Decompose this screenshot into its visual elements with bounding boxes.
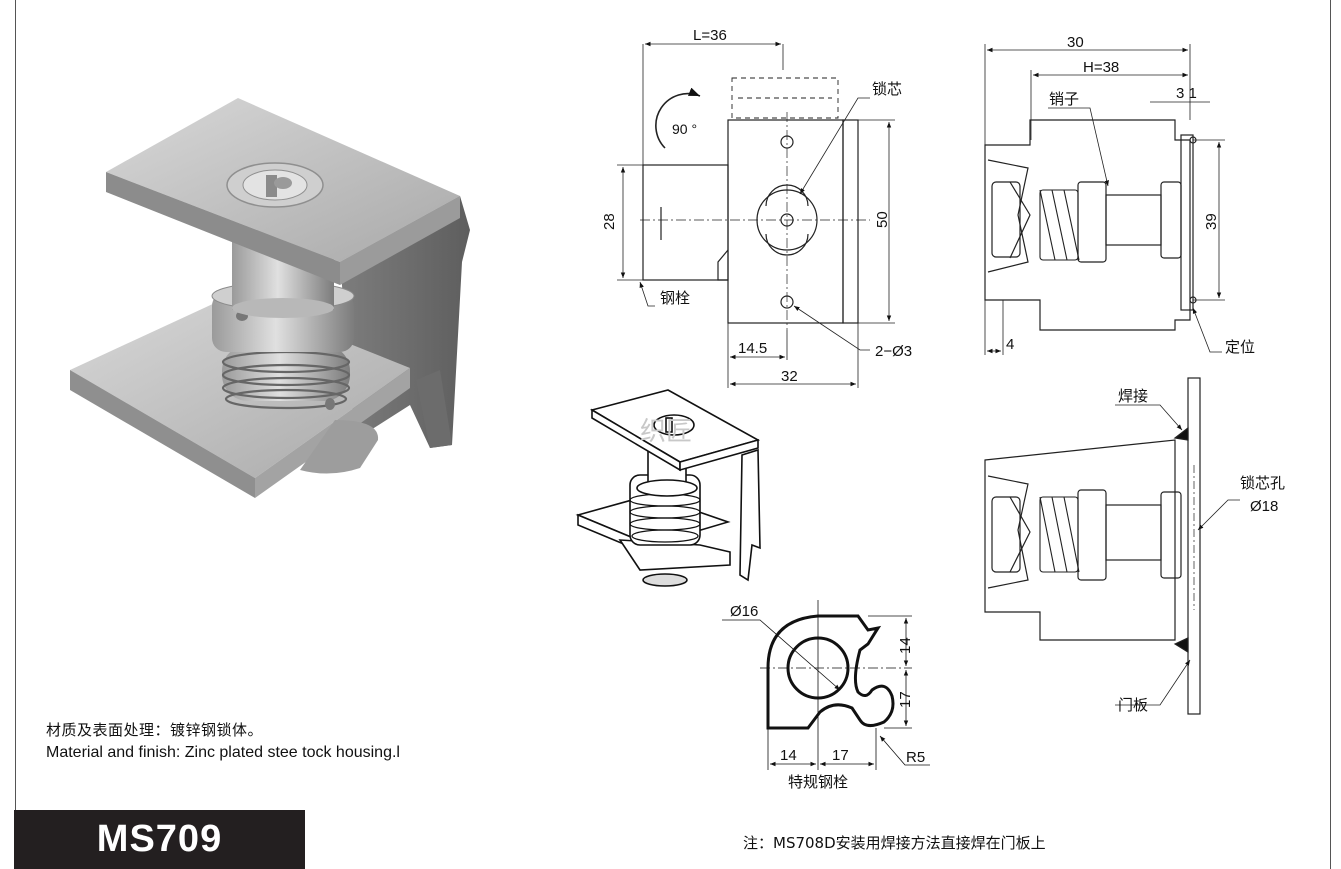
dim-4: 4 <box>1006 336 1014 353</box>
callout-locate: 定位 <box>1225 339 1255 356</box>
dim-core-hole: Ø18 <box>1250 498 1278 515</box>
dim-50: 50 <box>874 211 891 228</box>
dim-30: 30 <box>1067 34 1084 51</box>
dim-32: 32 <box>781 368 798 385</box>
product-3d-render <box>70 98 470 498</box>
page-border-left <box>15 0 16 812</box>
dim-L: L=36 <box>693 27 727 44</box>
front-view <box>617 41 895 388</box>
material-note-cn: 材质及表面处理：镀锌钢锁体。 <box>46 721 264 739</box>
dim-3-1: 3 1 <box>1176 85 1197 102</box>
dim-holes: 2−Ø3 <box>875 343 912 360</box>
callout-door: 门板 <box>1118 696 1148 714</box>
watermark: 织匠 <box>640 416 692 446</box>
dim-H: H=38 <box>1083 59 1119 76</box>
dim-14-5: 14.5 <box>738 340 767 357</box>
model-number: MS709 <box>96 818 223 860</box>
material-note-en: Material and finish: Zinc plated stee to… <box>46 744 400 761</box>
callout-pin: 销子 <box>1049 91 1079 108</box>
special-bolt-profile <box>722 600 930 770</box>
front-view-labels: L=36 90 ° 锁芯 钢栓 28 50 14.5 32 2−Ø3 <box>601 27 912 385</box>
dim-diameter: Ø16 <box>730 603 758 620</box>
isometric-line-drawing <box>575 389 761 587</box>
callout-weld: 焊接 <box>1118 388 1148 405</box>
installation-footnote: 注：MS708D安装用焊接方法直接焊在门板上 <box>743 834 1046 852</box>
dim-28: 28 <box>601 213 618 230</box>
dim-radius: R5 <box>906 749 925 766</box>
callout-core: 锁芯 <box>872 81 902 98</box>
rotation-label: 90 ° <box>672 121 697 137</box>
weld-view <box>984 377 1240 715</box>
dim-14-horizontal: 14 <box>780 747 797 764</box>
special-bolt-caption: 特规钢栓 <box>788 774 848 791</box>
callout-core-hole: 锁芯孔 <box>1240 475 1285 492</box>
model-banner: MS709 <box>14 810 305 869</box>
dim-14-vertical: 14 <box>897 637 914 654</box>
special-bolt-labels: Ø16 14 17 14 17 R5 特规钢栓 <box>730 603 925 791</box>
page-border-right <box>1330 0 1331 869</box>
dim-17-horizontal: 17 <box>832 747 849 764</box>
side-view-labels: 30 H=38 3 1 销子 39 4 定位 <box>1006 34 1255 356</box>
dim-17-vertical: 17 <box>897 691 914 708</box>
side-view <box>984 44 1225 355</box>
dim-39: 39 <box>1203 213 1220 230</box>
callout-bolt: 钢栓 <box>660 290 690 307</box>
weld-view-labels: 焊接 锁芯孔 Ø18 门板 <box>1118 388 1285 714</box>
